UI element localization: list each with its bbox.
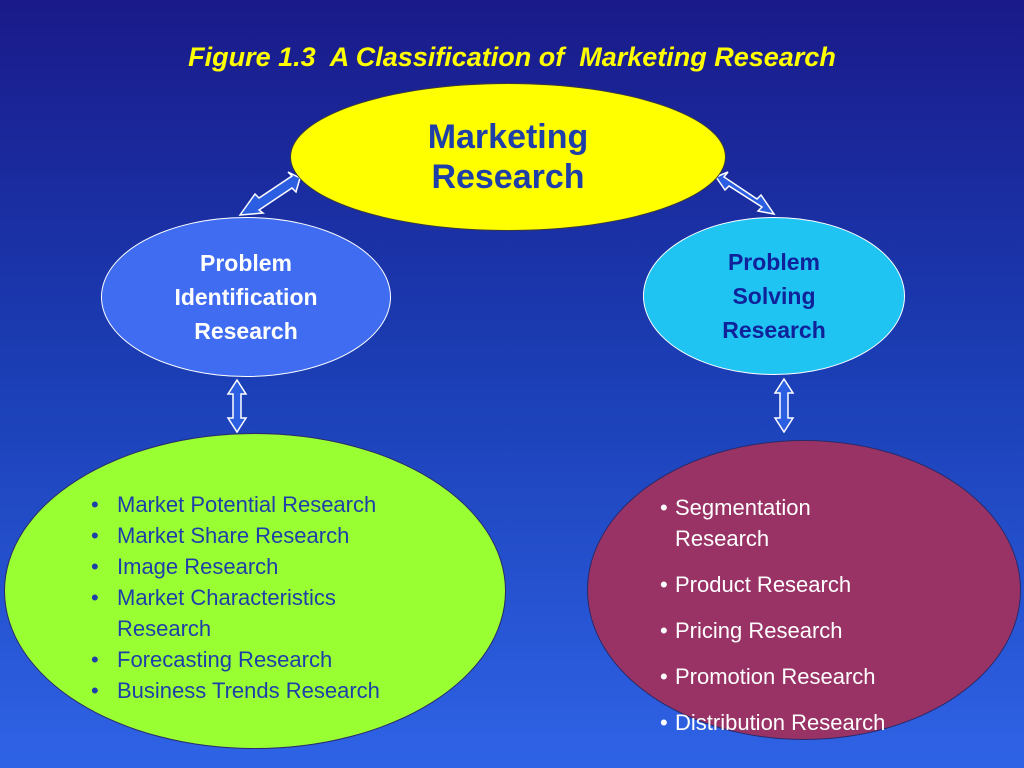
root-to-pir-double-arrow-icon (238, 171, 301, 216)
list-item-label: Product Research (675, 572, 852, 597)
bullet-icon: • (660, 572, 668, 597)
list-item: • Forecasting Research (87, 644, 380, 675)
list-item-label: Image Research (117, 554, 279, 579)
marketing-research-node: Marketing Research (290, 83, 726, 231)
list-item: • Market Potential Research (87, 489, 380, 520)
problem-identification-node: Problem Identification Research (101, 217, 391, 377)
list-item: • Segmentation Research (658, 492, 885, 554)
bullet-icon: • (660, 495, 668, 520)
list-item-label: Forecasting Research (117, 647, 333, 672)
bullet-icon: • (660, 664, 668, 689)
list-item: • Image Research (87, 551, 380, 582)
list-item-label: Business Trends Research (117, 678, 380, 703)
bullet-icon: • (91, 523, 99, 548)
problem-identification-list: • Market Potential Research • Market Share… (87, 489, 380, 706)
list-item-label: Market Share Research (117, 523, 350, 548)
problem-identification-types: • Market Potential Research • Market Share… (4, 433, 506, 749)
list-item-label: Pricing Research (675, 618, 843, 643)
psr-to-leaf-double-arrow-icon (773, 377, 795, 434)
problem-solving-node: Problem Solving Research (643, 217, 905, 375)
pir-to-leaf-double-arrow-icon (226, 378, 248, 434)
list-item: • Promotion Research (658, 661, 885, 692)
bullet-icon: • (91, 492, 99, 517)
list-item: • Business Trends Research (87, 675, 380, 706)
list-item-label: Promotion Research (675, 664, 876, 689)
list-item-label: Market Characteristics Research (117, 585, 336, 641)
list-item: • Market Characteristics Research (87, 582, 380, 644)
list-item: • Distribution Research (658, 707, 885, 738)
bullet-icon: • (660, 710, 668, 735)
diagram-title: Figure 1.3 A Classification of Marketing… (188, 42, 836, 72)
list-item: • Market Share Research (87, 520, 380, 551)
list-item: • Product Research (658, 569, 885, 600)
list-item: • Pricing Research (658, 615, 885, 646)
list-item-label: Distribution Research (675, 710, 886, 735)
bullet-icon: • (91, 554, 99, 579)
list-item-label: Segmentation Research (675, 495, 811, 551)
problem-solving-types: • Segmentation Research • Product Research… (587, 440, 1021, 740)
problem-solving-list: • Segmentation Research • Product Research… (658, 492, 885, 753)
bullet-icon: • (91, 647, 99, 672)
list-item-label: Market Potential Research (117, 492, 377, 517)
bullet-icon: • (660, 618, 668, 643)
root-to-psr-double-arrow-icon (714, 171, 776, 216)
bullet-icon: • (91, 585, 99, 610)
bullet-icon: • (91, 678, 99, 703)
